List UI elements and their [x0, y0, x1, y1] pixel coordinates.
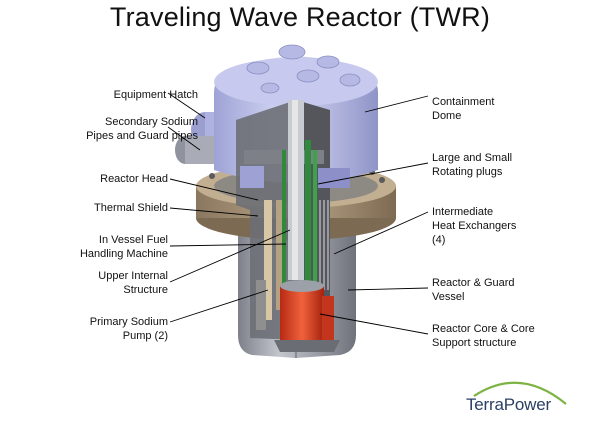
terrapower-swoosh-icon [473, 381, 567, 405]
cutaway-interior [236, 100, 350, 340]
label-thermal-shield: Thermal Shield [94, 202, 168, 214]
label-containment-dome: Containment Dome [432, 96, 495, 122]
label-guard-vessel: Reactor & Guard Vessel [432, 277, 515, 303]
label-heat-exchangers: Intermediate Heat Exchangers (4) [432, 206, 517, 246]
leader-lines [167, 92, 429, 335]
label-upper-internal: Upper Internal Structure [98, 270, 168, 296]
reactor-core-part [274, 280, 340, 352]
label-equipment-hatch: Equipment Hatch [113, 89, 198, 101]
label-core-support: Reactor Core & Core Support structure [432, 323, 535, 349]
label-rotating-plugs: Large and Small Rotating plugs [432, 152, 513, 178]
label-primary-pump: Primary Sodium Pump (2) [89, 316, 168, 342]
label-secondary-sodium: Secondary Sodium Pipes and Guard pipes [86, 116, 198, 142]
label-reactor-head: Reactor Head [100, 173, 168, 185]
label-fuel-handling: In Vessel Fuel Handling Machine [79, 234, 168, 260]
diagram-title: Traveling Wave Reactor (TWR) [109, 2, 491, 32]
terrapower-logo: TerraPower [466, 395, 551, 414]
